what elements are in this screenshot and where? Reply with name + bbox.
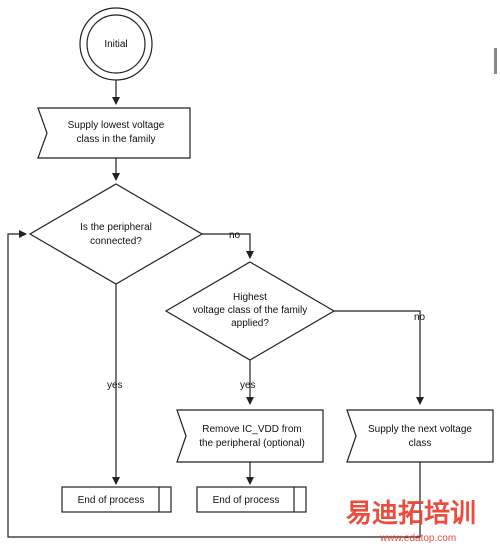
supply-lowest-line2: class in the family [77, 134, 156, 145]
remove-vdd-node: Remove IC_VDD from the peripheral (optio… [176, 409, 324, 463]
remove-vdd-line2: the peripheral (optional) [199, 438, 305, 449]
decision-highest-node: Highest voltage class of the family appl… [164, 261, 336, 361]
decision-connected-line2: connected? [90, 236, 142, 247]
end-left-node: End of process [61, 486, 172, 513]
edge-label-connected-yes: yes [107, 380, 123, 391]
edge-label-highest-no: no [414, 312, 426, 323]
watermark: 易迪拓培训 www.edatop.com [346, 499, 476, 544]
decision-highest-line1: Highest [233, 292, 267, 303]
edge-loop-back [7, 230, 421, 538]
watermark-url: www.edatop.com [379, 533, 456, 544]
decision-connected-line1: Is the peripheral [80, 222, 152, 233]
end-left-label: End of process [78, 495, 145, 506]
supply-next-line2: class [409, 438, 432, 449]
edge-highest-no [334, 310, 424, 405]
end-mid-node: End of process [196, 486, 307, 513]
supply-next-line1: Supply the next voltage [368, 424, 472, 435]
decision-highest-line3: applied? [231, 318, 269, 329]
edge-label-connected-no: no [229, 230, 241, 241]
end-mid-label: End of process [213, 495, 280, 506]
decision-connected-node: Is the peripheral connected? [28, 183, 204, 285]
start-label: Initial [104, 39, 127, 50]
supply-lowest-line1: Supply lowest voltage [68, 120, 165, 131]
watermark-chinese: 易迪拓培训 [346, 499, 476, 529]
remove-vdd-line1: Remove IC_VDD from [202, 424, 301, 435]
supply-next-node: Supply the next voltage class [346, 409, 494, 463]
edge-label-highest-yes: yes [240, 380, 256, 391]
decision-highest-line2: voltage class of the family [193, 305, 308, 316]
supply-lowest-node: Supply lowest voltage class in the famil… [37, 107, 191, 159]
start-node: Initial [79, 7, 153, 81]
edge-mark [494, 48, 497, 74]
edge-connected-no [202, 233, 254, 259]
